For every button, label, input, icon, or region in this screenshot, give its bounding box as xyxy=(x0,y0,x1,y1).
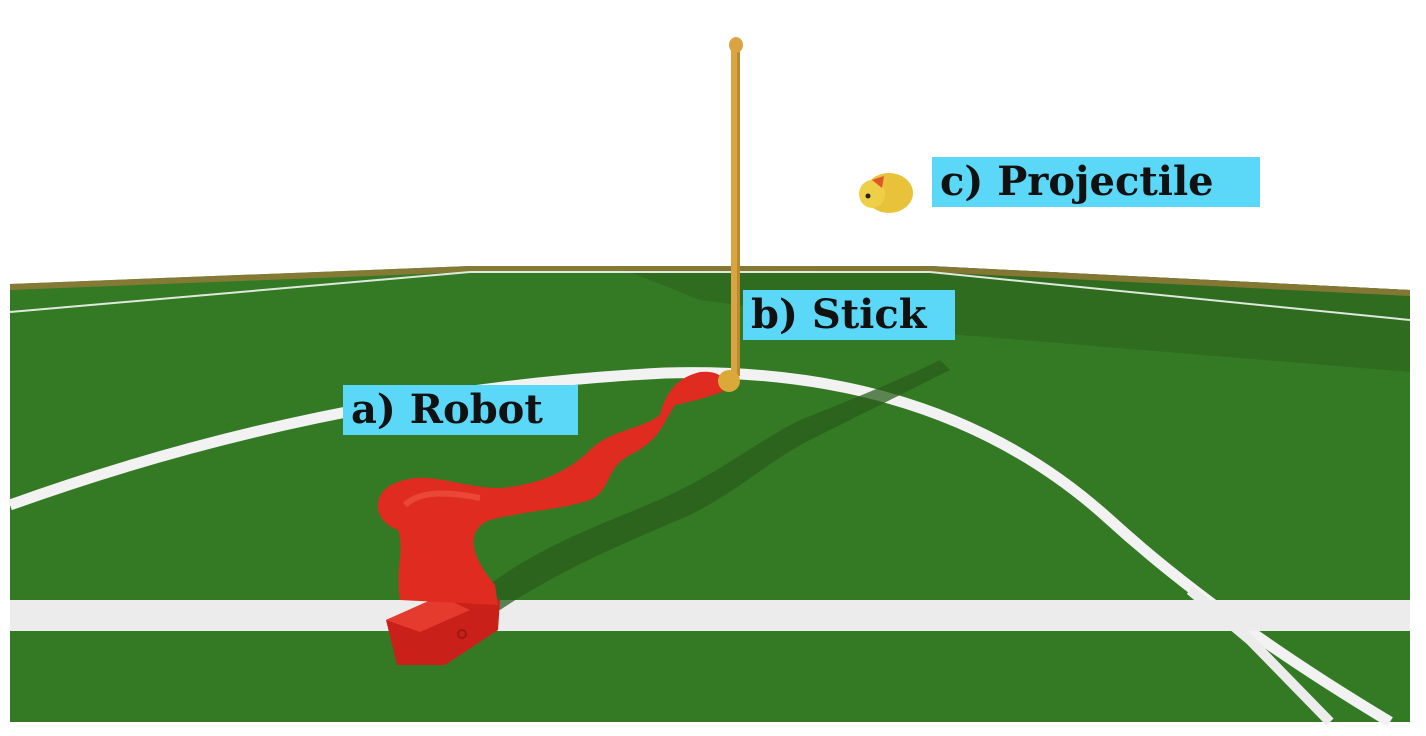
near-field-line xyxy=(10,600,1410,631)
far-sideline xyxy=(9,271,1411,321)
stick-label: b) Stick xyxy=(743,290,955,340)
duck-beak xyxy=(872,176,884,188)
robot-base-top xyxy=(386,596,470,632)
stick-shaft-shade xyxy=(737,46,740,376)
projectile-duck xyxy=(859,173,913,213)
stick-base-joint xyxy=(718,370,740,392)
robot-arm xyxy=(377,371,725,665)
stick-shaft xyxy=(731,46,740,376)
duck-eye xyxy=(865,193,871,199)
robot-highlight xyxy=(402,490,481,508)
field-border-strip xyxy=(10,266,1410,296)
robot-body xyxy=(377,371,725,605)
robot-joint-detail xyxy=(457,629,467,639)
stick xyxy=(718,37,743,392)
stick-tip xyxy=(729,37,743,53)
duck-head xyxy=(859,180,885,208)
robot-shadow xyxy=(470,360,950,610)
projectile-label: c) Projectile xyxy=(932,157,1260,207)
robot-label: a) Robot xyxy=(343,385,578,435)
diagonal-field-line xyxy=(1186,586,1334,726)
